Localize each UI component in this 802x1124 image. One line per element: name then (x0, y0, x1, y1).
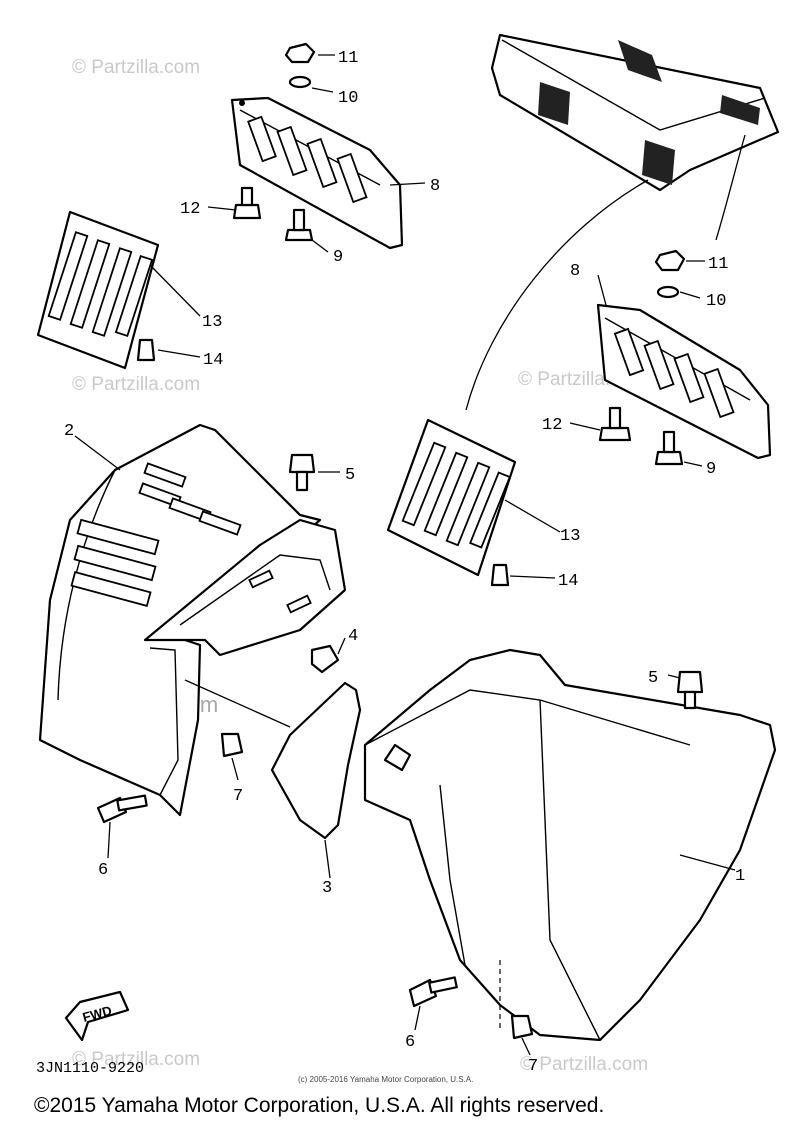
hardware-left-lower (96, 732, 244, 824)
callout-8: 8 (570, 262, 580, 281)
leader-3 (184, 679, 291, 728)
diagram-code: 3JN1110-9220 (36, 1060, 144, 1077)
callout-6: 6 (98, 861, 108, 880)
hardware-right-upper (598, 249, 686, 466)
callout-12: 12 (180, 200, 200, 219)
small-copyright: (c) 2005-2016 Yamaha Motor Corporation, … (298, 1075, 473, 1084)
leader-arrow (715, 134, 746, 241)
bracket-left-8 (230, 96, 404, 250)
callout-6: 6 (405, 1033, 415, 1052)
callout-13: 13 (560, 527, 580, 546)
callout-4: 4 (348, 627, 358, 646)
nut-4 (310, 644, 340, 674)
callout-10: 10 (706, 292, 726, 311)
panel-3 (270, 681, 362, 840)
callout-10: 10 (338, 89, 358, 108)
watermark: © Partzilla.com (72, 374, 200, 395)
watermark: © Partzilla.com (72, 1049, 200, 1070)
leader-arrow (465, 179, 649, 411)
seat-tray-right (490, 33, 780, 192)
bracket-right-8 (596, 303, 772, 460)
callout-9: 9 (706, 460, 716, 479)
hardware-right-lower (408, 960, 534, 1040)
callout-5: 5 (345, 466, 355, 485)
callout-7: 7 (233, 787, 243, 806)
grille-right-13 (386, 418, 517, 587)
callout-11: 11 (338, 49, 358, 68)
callout-3: 3 (322, 879, 332, 898)
mount-bracket (143, 518, 347, 657)
leader-lines (74, 54, 736, 1056)
callout-13: 13 (202, 313, 222, 332)
hardware-left-upper (232, 42, 316, 242)
bolt-5-right (676, 670, 704, 710)
callout-1: 1 (735, 867, 745, 886)
watermark: © Partzilla.com (520, 1054, 648, 1075)
callout-14: 14 (558, 572, 578, 591)
watermark: © Partzilla.com (72, 57, 200, 78)
callout-2: 2 (64, 422, 74, 441)
bolt-5-upper (288, 453, 316, 492)
callout-5: 5 (648, 669, 658, 688)
side-cover-right-1 (363, 648, 777, 1042)
callout-9: 9 (333, 248, 343, 267)
fwd-label: FWD (81, 1003, 113, 1025)
callout-7: 7 (528, 1057, 538, 1076)
callout-labels: 11 10 8 12 9 13 14 11 10 8 12 9 13 14 2 … (64, 49, 745, 1076)
callout-8: 8 (430, 177, 440, 196)
grille-left-13 (36, 210, 160, 370)
copyright-notice: ©2015 Yamaha Motor Corporation, U.S.A. A… (34, 1094, 604, 1117)
callout-12: 12 (542, 416, 562, 435)
fwd-arrow-icon: FWD (64, 990, 130, 1042)
callout-11: 11 (708, 255, 728, 274)
callout-14: 14 (203, 351, 223, 370)
